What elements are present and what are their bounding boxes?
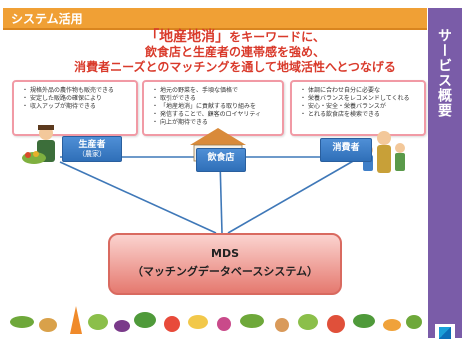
producer-benefits-box: 規格外品の農作物も販売できる 安定した販路の確保により 収入アップが期待できる xyxy=(12,80,138,136)
mds-system-box: MDS （マッチングデータベースシステム） xyxy=(108,233,342,295)
producer-label: 生産者 xyxy=(78,140,106,150)
producer-node: 生産者 （農家） xyxy=(62,136,122,162)
sidebar-title: サービス概要 xyxy=(436,28,452,118)
headline-line-2: 飲食店と生産者の連帯感を強め、 xyxy=(144,45,325,59)
restaurant-benefit: 「地産地消」に貢献する取り組みを xyxy=(152,103,278,111)
consumer-benefit: 体調に合わせ自分に必要な xyxy=(300,87,420,95)
vegetables-border xyxy=(10,306,422,334)
mds-subtitle: （マッチングデータベースシステム） xyxy=(131,265,319,278)
consumer-to-mds-line xyxy=(227,159,356,234)
section-header: システム活用 xyxy=(3,8,427,30)
producer-benefit: 安定した販路の確保により xyxy=(22,95,132,103)
sidebar: サービス概要 xyxy=(428,8,462,342)
restaurant-node: 飲食店 xyxy=(196,148,246,172)
consumer-benefits-box: 体調に合わせ自分に必要な 栄養バランスをレコメンドしてくれる 安心・安全・栄養バ… xyxy=(290,80,426,136)
section-title: システム活用 xyxy=(11,12,83,26)
headline-line-3: 消費者ニーズとのマッチングを通して地域活性へとつなげる xyxy=(74,60,396,74)
restaurant-label: 飲食店 xyxy=(207,153,235,163)
connector-lines xyxy=(59,156,356,234)
consumer-node: 消費者 xyxy=(320,138,372,162)
consumer-benefit: 安心・安全・栄養バランスが xyxy=(300,103,420,111)
producer-sublabel: （農家） xyxy=(78,150,106,158)
farmer-illustration xyxy=(22,125,55,164)
company-logo-icon xyxy=(435,324,455,342)
restaurant-benefit: 地元の野菜を、手頃な価格で xyxy=(152,87,278,95)
consumer-label: 消費者 xyxy=(332,143,360,153)
producer-benefit: 収入アップが期待できる xyxy=(22,103,132,111)
restaurant-benefit: 発信することで、顧客のロイヤリティ xyxy=(152,111,278,119)
restaurant-benefits-box: 地元の野菜を、手頃な価格で 取引ができる 「地産地消」に貢献する取り組みを 発信… xyxy=(142,80,284,136)
mds-title: MDS xyxy=(211,247,239,260)
producer-benefit: 規格外品の農作物も販売できる xyxy=(22,87,132,95)
restaurant-benefit: 向上が期待できる xyxy=(152,119,278,127)
headline-line-1: 「地産地消」をキーワードに、 xyxy=(70,30,400,45)
consumer-benefit: 栄養バランスをレコメンドしてくれる xyxy=(300,95,420,103)
headline-line-1-rest: をキーワードに、 xyxy=(229,30,325,44)
producer-to-mds-line xyxy=(59,161,217,234)
restaurant-to-mds-line xyxy=(219,159,223,234)
headline-keyword: 「地産地消」 xyxy=(145,29,230,45)
restaurant-benefit: 取引ができる xyxy=(152,95,278,103)
consumer-benefit: とれる飲食店を検索できる xyxy=(300,111,420,119)
